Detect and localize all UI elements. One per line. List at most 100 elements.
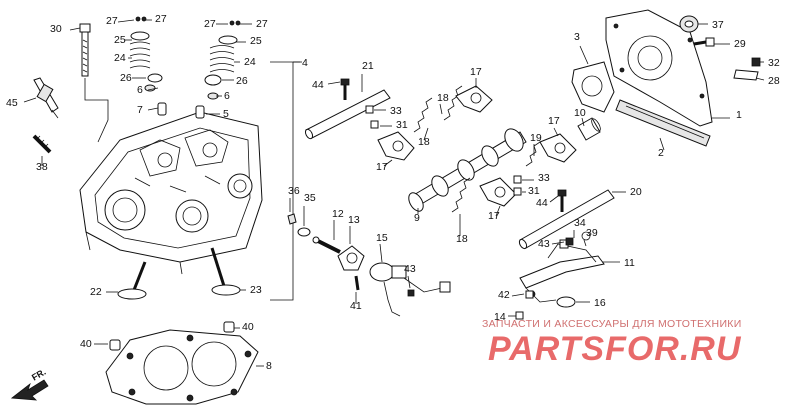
callout-34: 34 <box>573 217 586 238</box>
leader-line <box>511 293 525 297</box>
callout-number: 40 <box>242 321 254 333</box>
callout-39: 39 <box>583 227 598 247</box>
assembly-bracket <box>270 61 294 301</box>
callout-7: 7 <box>137 104 159 116</box>
leader-line <box>551 241 565 245</box>
callout-number: 33 <box>538 172 550 184</box>
callout-number: 14 <box>494 311 506 323</box>
callout-number: 4 <box>302 57 308 69</box>
callout-14: 14 <box>494 311 516 323</box>
valve-intake <box>117 261 147 300</box>
callout-number: 7 <box>137 104 143 116</box>
leader-line <box>659 137 665 151</box>
callout-number: 15 <box>376 232 388 244</box>
callout-number: 12 <box>332 208 344 220</box>
leader-line <box>439 103 443 115</box>
callout-40: 40 <box>80 338 108 350</box>
callout-number: 36 <box>288 185 300 197</box>
callout-13: 13 <box>348 214 360 244</box>
callout-number: 5 <box>223 108 229 120</box>
callout-number: 17 <box>376 161 388 173</box>
callout-16: 16 <box>576 297 606 309</box>
bolt-43-right <box>565 237 574 246</box>
adjuster-screw-upper <box>365 105 379 129</box>
valve-exhaust <box>210 247 241 296</box>
bolt-44-lower <box>557 189 567 212</box>
callout-number: 40 <box>80 338 92 350</box>
cover-gasket <box>571 61 615 113</box>
callout-8: 8 <box>256 360 272 372</box>
callout-number: 43 <box>404 263 416 275</box>
callout-number: 41 <box>350 300 362 312</box>
rocker-spring-lower <box>451 177 471 213</box>
callout-number: 18 <box>437 92 449 104</box>
callout-43: 43 <box>538 238 565 250</box>
leader-line <box>383 159 393 167</box>
cam-chain-guide <box>615 99 711 147</box>
rocker-arm-middle <box>479 177 517 207</box>
leader-line <box>553 127 559 137</box>
callout-17: 17 <box>548 115 560 137</box>
callout-number: 32 <box>768 57 780 69</box>
callout-44: 44 <box>312 79 341 91</box>
callout-number: 17 <box>470 66 482 78</box>
callout-number: 22 <box>90 286 102 298</box>
callout-number: 9 <box>414 212 420 224</box>
callout-number: 16 <box>594 297 606 309</box>
screw-41 <box>354 275 360 291</box>
front-arrow-icon <box>10 379 49 401</box>
plate-28 <box>733 69 759 81</box>
callout-29: 29 <box>714 38 746 50</box>
callout-12: 12 <box>332 208 344 240</box>
rocker-arm-right <box>525 133 577 167</box>
callout-number: 17 <box>488 210 500 222</box>
valve-spring-right <box>195 20 241 119</box>
callout-28: 28 <box>755 75 780 87</box>
callout-number: 31 <box>396 119 408 131</box>
leader-line <box>379 243 383 263</box>
nut-lower <box>513 187 522 196</box>
callout-44: 44 <box>536 195 559 209</box>
callout-6: 6 <box>137 84 159 96</box>
callout-22: 22 <box>90 286 118 298</box>
callout-number: 20 <box>630 186 642 198</box>
callout-26: 26 <box>222 75 248 87</box>
callout-27: 27 <box>146 13 167 25</box>
callout-37: 37 <box>698 19 724 31</box>
oil-seal <box>679 15 699 33</box>
callout-number: 18 <box>418 136 430 148</box>
rocker-shaft-intake <box>304 89 391 140</box>
callout-number: 29 <box>734 38 746 50</box>
callout-21: 21 <box>361 60 374 92</box>
adjuster-screw-lower <box>513 175 522 184</box>
callout-27: 27 <box>240 18 268 30</box>
rocker-spring-upper <box>413 85 463 133</box>
watermark-caption: ЗАПЧАСТИ И АКСЕССУАРЫ ДЛЯ МОТОТЕХНИКИ <box>482 318 742 330</box>
washer-35 <box>297 227 311 237</box>
callout-number: 24 <box>244 56 256 68</box>
callout-11: 11 <box>602 257 635 269</box>
callout-number: 38 <box>36 161 48 173</box>
holder-14 <box>337 245 365 271</box>
callout-number: 6 <box>137 84 143 96</box>
callout-10: 10 <box>574 107 586 127</box>
callout-20: 20 <box>612 186 642 198</box>
side-cover <box>605 9 713 127</box>
rocker-shaft-exhaust <box>518 189 615 250</box>
callout-4: 4 <box>293 57 308 69</box>
callout-6: 6 <box>216 90 230 102</box>
callout-18: 18 <box>437 92 449 115</box>
callout-number: 45 <box>6 97 18 109</box>
callout-38: 38 <box>36 156 48 173</box>
callout-17: 17 <box>488 205 501 222</box>
leader-line <box>581 117 585 127</box>
callout-33: 33 <box>374 105 402 117</box>
callout-number: 37 <box>712 19 724 31</box>
dowel-pin <box>223 321 235 333</box>
callout-1: 1 <box>712 109 742 121</box>
callout-18: 18 <box>418 127 430 148</box>
bolt-32 <box>751 57 761 67</box>
stud-bolt <box>32 134 52 154</box>
callout-number: 34 <box>574 217 586 229</box>
callout-41: 41 <box>350 292 362 312</box>
